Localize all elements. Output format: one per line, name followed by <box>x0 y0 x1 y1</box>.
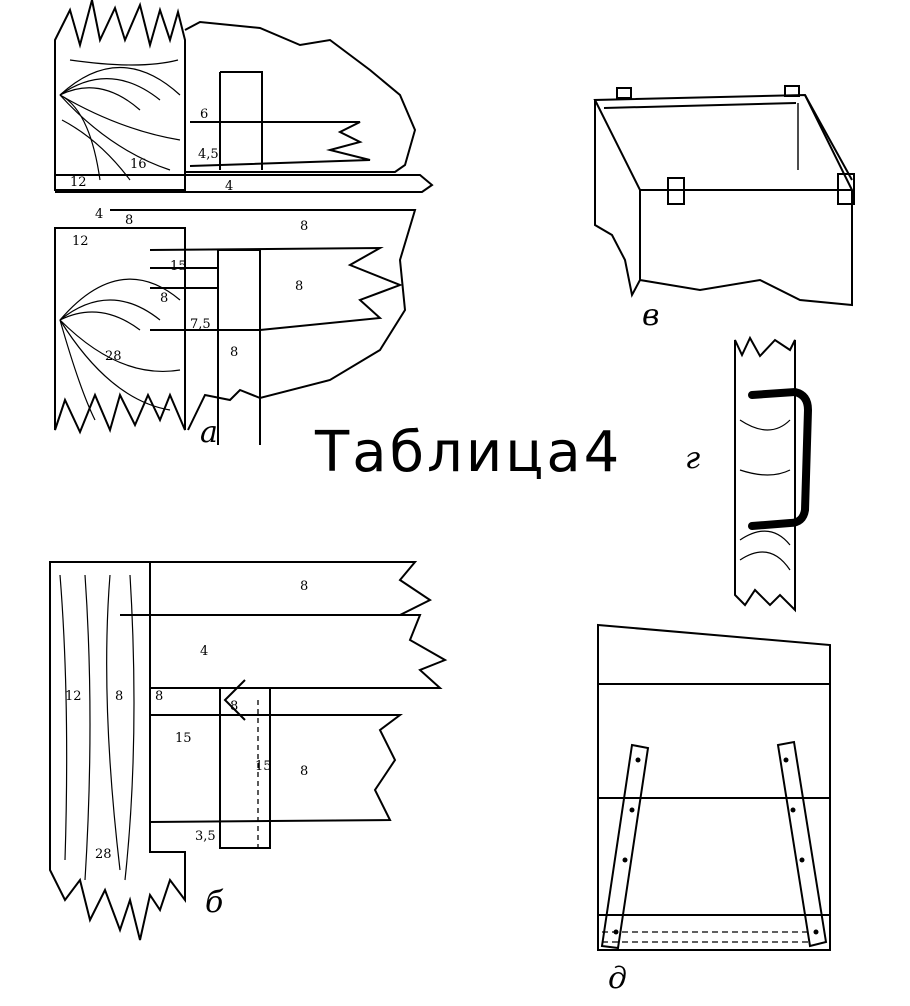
panel-outline <box>597 623 831 951</box>
bracket-front-right <box>837 173 855 205</box>
strap-right <box>776 740 828 948</box>
figure-v: в <box>593 85 855 333</box>
dim-label: 8 <box>300 219 308 234</box>
dims-a: 12 16 6 4,5 4 4 8 12 15 8 28 7,5 8 8 8 <box>70 107 308 364</box>
figure-label-d: д <box>608 961 627 996</box>
box-left-side <box>594 100 641 298</box>
box-front <box>639 190 853 307</box>
dim-label: 15 <box>255 759 272 774</box>
dim-label: 8 <box>160 291 168 306</box>
bottom-rail-b <box>149 714 403 823</box>
dim-label: 7,5 <box>190 317 211 332</box>
figure-label-b: б <box>205 885 224 920</box>
rail-a-bottom <box>149 246 403 331</box>
strap-rivets <box>613 757 819 935</box>
grain-g <box>739 419 791 571</box>
mid-rail-b <box>120 614 448 689</box>
dim-label: 28 <box>95 847 112 862</box>
box-inner-edge <box>603 102 797 109</box>
figure-label-v: в <box>642 298 659 333</box>
log-grain-bottom <box>54 227 186 435</box>
grain-rings-bottom <box>59 278 181 421</box>
dim-label: 6 <box>200 107 208 122</box>
board-bottom <box>110 209 417 431</box>
rail-a-mid <box>150 267 218 289</box>
bracket-front-left <box>667 177 685 205</box>
figure-a: 12 16 6 4,5 4 4 8 12 15 8 28 7,5 8 8 8 а <box>54 0 434 450</box>
post-a-bottom <box>217 249 261 445</box>
dim-label: 8 <box>300 764 308 779</box>
figure-b: 12 8 8 28 15 3,5 8 4 15 8 8 б <box>49 561 448 941</box>
handle-icon <box>748 387 813 530</box>
dim-label: 8 <box>230 345 238 360</box>
wood-block-g <box>734 335 796 613</box>
grain-b <box>59 574 135 881</box>
dim-label: 8 <box>295 279 303 294</box>
grain-rings-top <box>59 59 181 181</box>
board-top <box>184 20 417 173</box>
dims-b: 12 8 8 28 15 3,5 8 4 15 8 8 <box>65 579 308 862</box>
dim-label: 3,5 <box>195 829 216 844</box>
box-back-right <box>804 94 853 181</box>
shelf-board <box>55 174 434 193</box>
dim-label: 28 <box>105 349 122 364</box>
figure-d: д <box>597 623 831 996</box>
dim-label: 8 <box>300 579 308 594</box>
top-rail-b <box>150 561 432 616</box>
dim-label: 4 <box>95 207 103 222</box>
dim-label: 15 <box>175 731 192 746</box>
dim-label: 16 <box>130 157 147 172</box>
figure-label-g: г <box>685 441 700 476</box>
dim-label: 4 <box>225 179 233 194</box>
bracket-tl <box>616 87 632 99</box>
bracket-tr <box>784 85 800 97</box>
log-grain-top <box>54 0 186 191</box>
dim-label: 15 <box>170 259 187 274</box>
dim-label: 12 <box>72 234 89 249</box>
dim-label: 12 <box>65 689 82 704</box>
strap-left <box>600 743 650 950</box>
dim-label: 8 <box>125 213 133 228</box>
dim-label: 8 <box>155 689 163 704</box>
figure-label-a: а <box>200 415 218 450</box>
rail-a-top <box>189 121 371 167</box>
dim-label: 4,5 <box>198 147 219 162</box>
figure-g: г <box>685 335 813 613</box>
vertical-post-b <box>49 561 186 941</box>
page-title: Таблица4 <box>315 420 623 485</box>
dim-label: 12 <box>70 175 87 190</box>
dim-label: 8 <box>230 699 238 714</box>
dim-label: 8 <box>115 689 123 704</box>
hidden-line-b <box>219 700 259 848</box>
dim-label: 4 <box>200 644 208 659</box>
